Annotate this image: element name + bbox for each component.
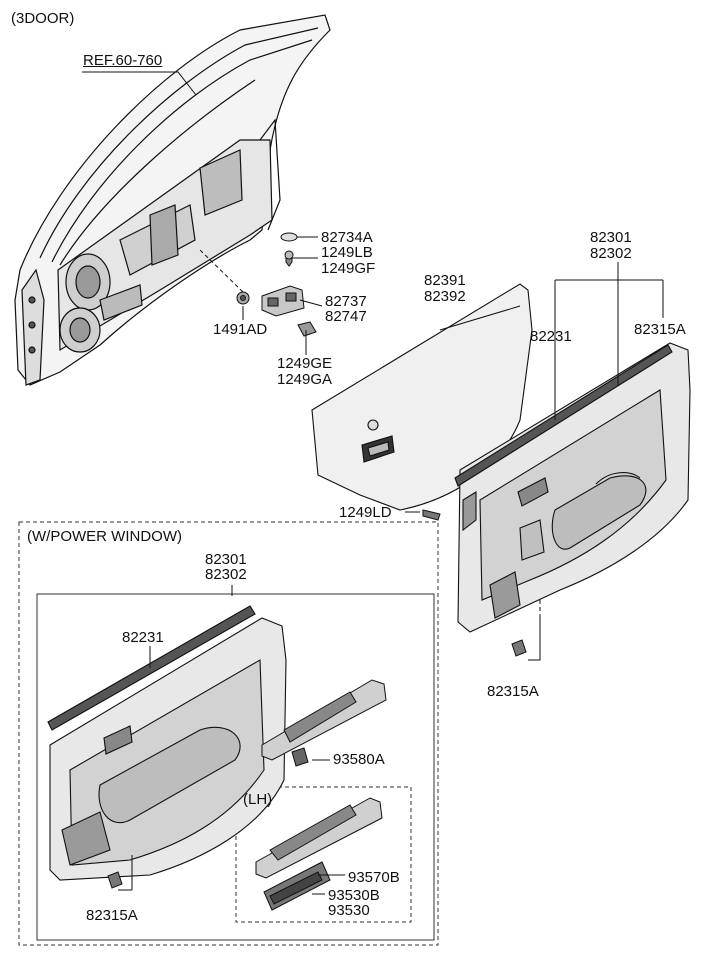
lh-box xyxy=(235,786,412,923)
part-1249LD: 1249LD xyxy=(339,504,392,521)
part-82302-top: 82302 xyxy=(590,245,632,262)
switch-panel-93580A xyxy=(261,679,387,767)
part-82302-box: 82302 xyxy=(205,566,247,583)
reference-label: REF.60-760 xyxy=(83,52,163,69)
part-82315A-top: 82315A xyxy=(634,321,686,338)
part-93530: 93530 xyxy=(328,902,370,919)
switch-panel-93570B xyxy=(255,797,383,911)
power-window-inner-box xyxy=(36,593,435,941)
part-1491AD: 1491AD xyxy=(213,321,268,338)
part-82231-box: 82231 xyxy=(122,629,164,646)
part-1249GE: 1249GE xyxy=(277,355,333,372)
part-82315A-right: 82315A xyxy=(487,683,539,700)
part-1249LB: 1249LB xyxy=(321,244,373,261)
power-window-box xyxy=(18,521,439,946)
variant-label: (3DOOR) xyxy=(11,10,75,27)
part-82392: 82392 xyxy=(424,288,466,305)
door-trim-panel-box xyxy=(47,605,287,881)
part-82301-box: 82301 xyxy=(205,551,247,568)
part-93580A: 93580A xyxy=(333,751,385,768)
power-window-title: (W/POWER WINDOW) xyxy=(27,528,182,545)
part-1249GA: 1249GA xyxy=(277,371,333,388)
screw-1249LD xyxy=(422,509,441,521)
part-1249GF: 1249GF xyxy=(321,260,376,277)
lh-title: (LH) xyxy=(243,791,273,808)
clip-82315A-box xyxy=(107,871,123,889)
dashed-leaders xyxy=(131,249,541,875)
part-82301-top: 82301 xyxy=(590,229,632,246)
part-82737: 82737 xyxy=(325,293,367,310)
leader-lines xyxy=(82,71,664,895)
part-82747: 82747 xyxy=(325,308,367,325)
part-82734A: 82734A xyxy=(321,229,373,246)
part-82391: 82391 xyxy=(424,272,466,289)
part-82315A-box: 82315A xyxy=(86,907,138,924)
hinge-parts xyxy=(236,232,317,337)
clip-82315A-right xyxy=(511,639,527,657)
part-93570B: 93570B xyxy=(348,869,400,886)
part-93530B: 93530B xyxy=(328,887,380,904)
part-82231-top: 82231 xyxy=(530,328,572,345)
door-frame xyxy=(14,14,331,386)
